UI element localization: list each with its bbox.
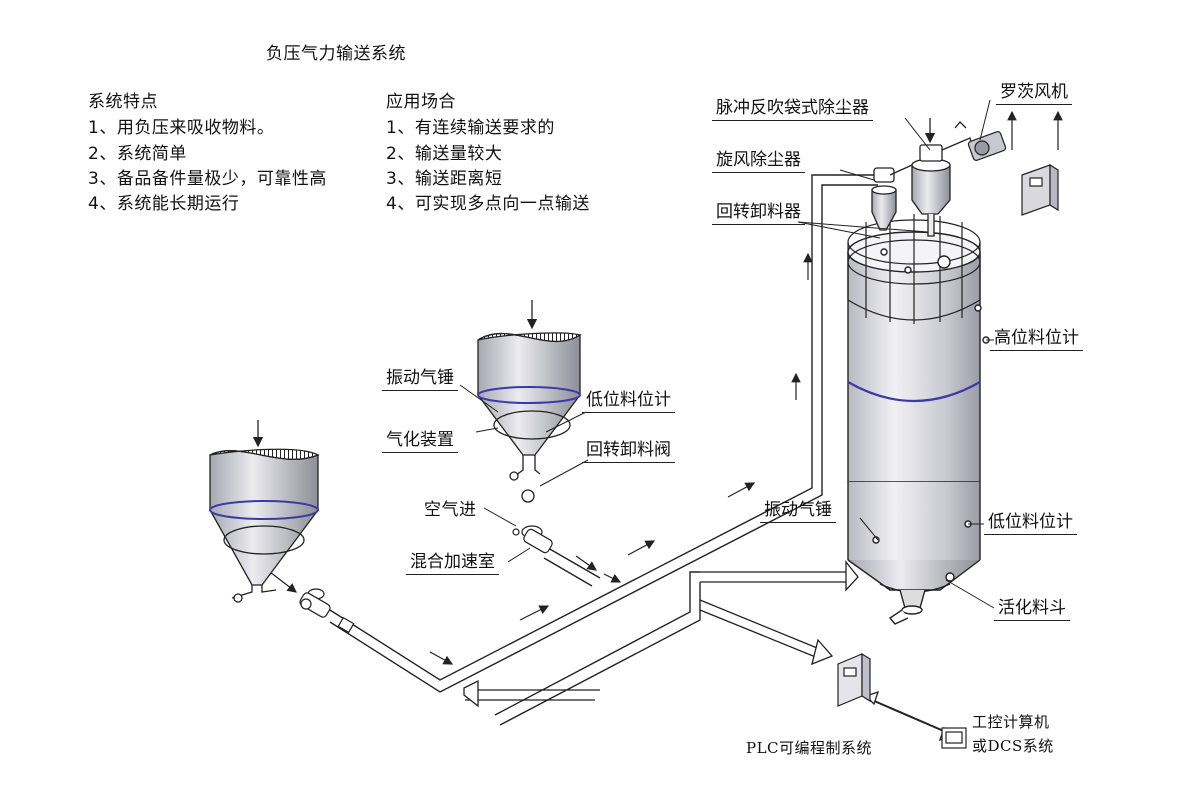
left-hopper <box>209 420 320 603</box>
main-silo <box>847 214 990 625</box>
label-low-level-gauge-right: 低位料位计 <box>984 512 1077 535</box>
roots-blower <box>967 110 1063 216</box>
applications-item: 3、输送距离短 <box>386 169 503 189</box>
leader-lines <box>459 99 995 609</box>
applications-item: 4、可实现多点向一点输送 <box>386 194 590 214</box>
cyclone-and-filter <box>871 118 973 237</box>
applications-item: 1、有连续输送要求的 <box>386 118 555 138</box>
label-fluidizer: 气化装置 <box>382 430 458 453</box>
ipc-monitor <box>941 727 967 749</box>
middle-mixing-device <box>512 525 553 554</box>
features-item: 2、系统简单 <box>88 144 187 164</box>
label-plc: PLC可编程制系统 <box>746 739 873 757</box>
features-item: 3、备品备件量极少，可靠性高 <box>88 169 327 189</box>
applications-heading: 应用场合 <box>386 92 456 112</box>
features-heading: 系统特点 <box>88 92 158 112</box>
label-pulse-bag-filter: 脉冲反吹袋式除尘器 <box>712 98 873 121</box>
label-vibrator-right: 振动气锤 <box>760 500 836 523</box>
features-item: 4、系统能长期运行 <box>88 194 240 214</box>
label-ipc-line2: 或DCS系统 <box>972 737 1054 755</box>
features-item: 1、用负压来吸收物料。 <box>88 118 275 138</box>
label-high-level-gauge: 高位料位计 <box>990 328 1083 351</box>
label-rotary-discharger: 回转卸料器 <box>712 202 805 225</box>
label-ipc-line1: 工控计算机 <box>972 713 1050 731</box>
middle-hopper <box>477 300 582 503</box>
flow-arrows <box>269 252 813 665</box>
label-vibrator-left: 振动气锤 <box>382 368 458 391</box>
label-air-inlet: 空气进 <box>424 500 477 520</box>
applications-item: 2、输送量较大 <box>386 144 503 164</box>
left-mixing-device <box>299 588 355 634</box>
label-mixing-chamber: 混合加速室 <box>406 552 499 575</box>
signal-arrows <box>463 560 954 742</box>
label-activated-hopper: 活化料斗 <box>994 598 1070 621</box>
page-title: 负压气力输送系统 <box>266 44 406 64</box>
label-rotary-valve: 回转卸料阀 <box>582 440 675 463</box>
label-low-level-gauge-left: 低位料位计 <box>582 390 675 413</box>
label-roots-blower: 罗茨风机 <box>996 82 1072 105</box>
label-cyclone: 旋风除尘器 <box>712 150 805 173</box>
plc-cabinet <box>837 652 871 707</box>
